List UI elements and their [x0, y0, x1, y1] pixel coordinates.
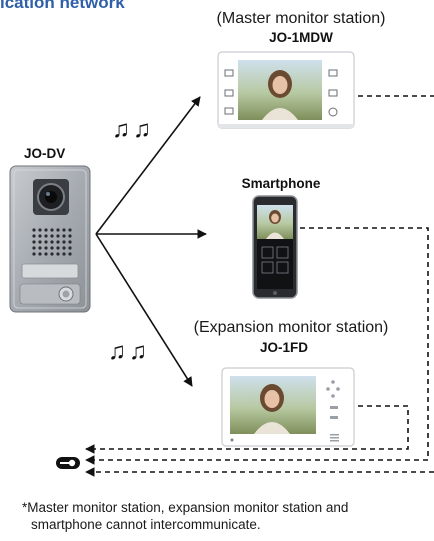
talk-icon: [224, 107, 234, 115]
arrow-to-master-monitor: [95, 96, 201, 235]
section-heading: ication network: [0, 0, 125, 12]
menu-icon: [224, 69, 234, 77]
smartphone-line: [85, 227, 429, 465]
record-icon: [328, 89, 338, 97]
unlock-icon: [328, 107, 338, 117]
door-station-model-label: JO-DV: [24, 146, 66, 161]
expansion-monitor-line: [85, 405, 409, 454]
master-monitor-device: [217, 51, 355, 129]
volume-icon: [328, 69, 338, 77]
master-monitor-role-label: (Master monitor station): [216, 10, 386, 27]
door-release-connections: [85, 95, 434, 477]
chime-notes-lower: ♫: [108, 338, 126, 365]
camera-icon: [224, 89, 234, 97]
expansion-monitor-role-label: (Expansion monitor station): [193, 319, 389, 336]
speaker-grille: [32, 228, 72, 256]
footnote-line-1: *Master monitor station, expansion monit…: [22, 500, 349, 515]
chime-notes-lower-2: ♫: [129, 338, 147, 365]
footnote-line-2: smartphone cannot intercommunicate.: [31, 517, 261, 532]
expansion-monitor-device: [221, 367, 355, 447]
key-icon: [56, 457, 80, 469]
smartphone-device: [252, 195, 298, 299]
wireless-arrows: [95, 96, 207, 387]
master-monitor-model-label: JO-1MDW: [269, 30, 333, 45]
smartphone-label: Smartphone: [241, 176, 321, 191]
expansion-monitor-model-label: JO-1FD: [259, 340, 308, 355]
chime-notes-upper: ♫: [112, 116, 130, 143]
door-station-device: [9, 165, 91, 313]
arrow-to-expansion-monitor: [95, 233, 193, 387]
chime-notes-upper-2: ♫: [133, 116, 151, 143]
